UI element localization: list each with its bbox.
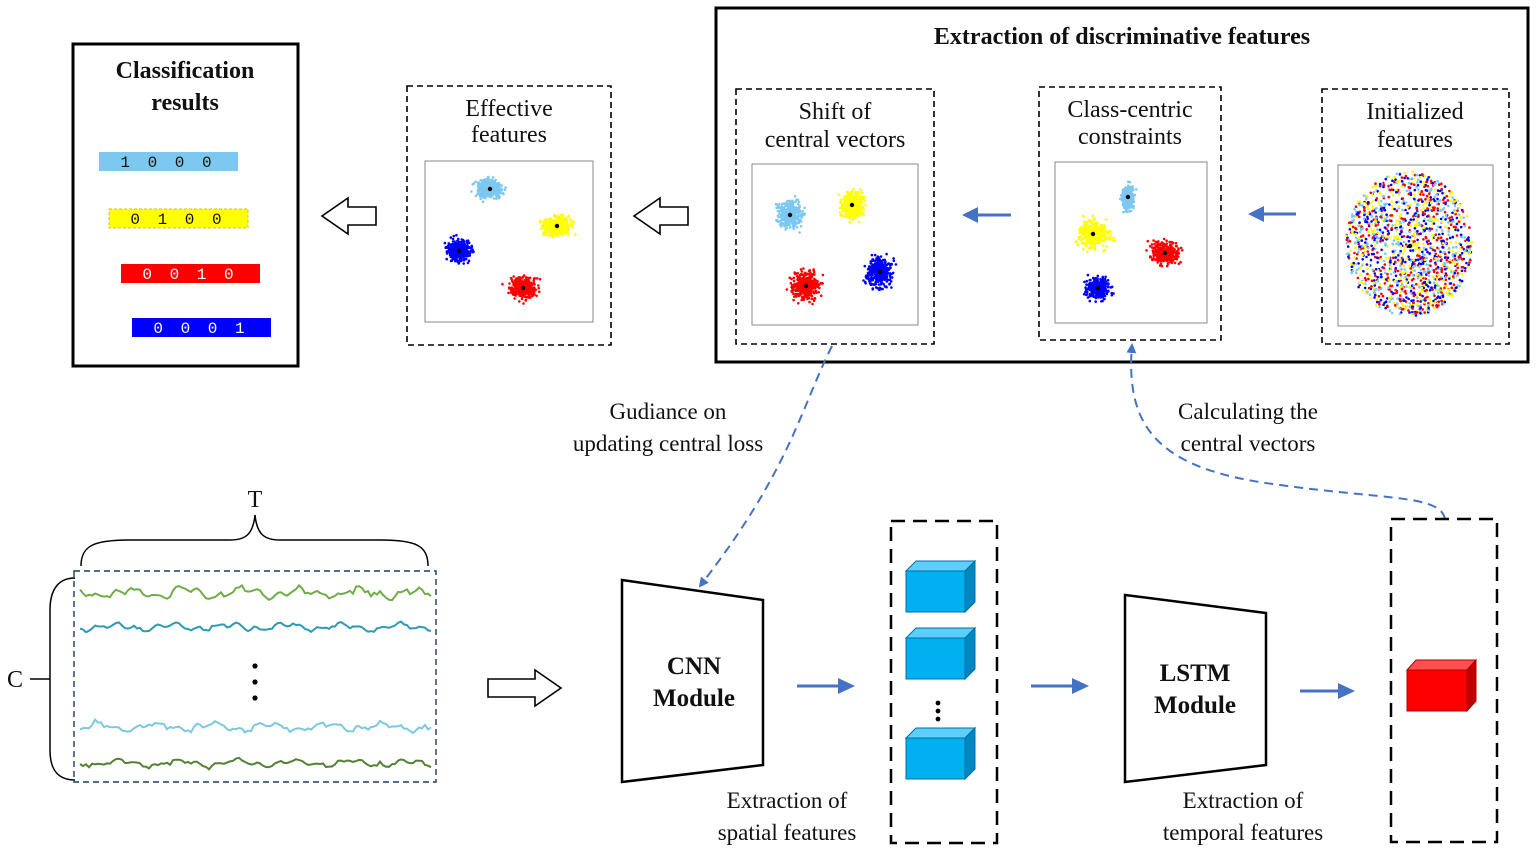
constraints-title-line1: Class-centric [1067, 97, 1192, 123]
hollow-arrow-left-icon [320, 196, 377, 236]
code-label-class1: 1 0 0 0 [120, 154, 215, 172]
temporal-features-column [1389, 517, 1499, 844]
code-bar-class2: 0 1 0 0 [108, 208, 249, 229]
vertical-ellipsis-icon [935, 700, 941, 722]
c-label: C [7, 667, 23, 693]
temporal-caption-line1: Extraction of [1183, 788, 1304, 813]
red-cube-icon [1405, 658, 1478, 713]
scatter-initialized-features [1345, 170, 1474, 317]
code-bar-class3: 0 0 1 0 [121, 264, 260, 284]
blue-arrow-left-icon [962, 207, 1011, 223]
signal-input: T C [7, 487, 437, 783]
cnn-label-line2: Module [653, 685, 735, 712]
classification-title-line1: Classification [116, 58, 255, 84]
blue-arrow-right-icon [797, 678, 855, 694]
lstm-label-line1: LSTM [1160, 660, 1231, 687]
eeg-channel-2 [79, 620, 432, 634]
temporal-caption-line2: temporal features [1163, 820, 1323, 845]
classification-results-box: Classification results 1 0 0 0 0 1 0 0 0… [71, 42, 300, 368]
t-label: T [248, 487, 263, 513]
eeg-channel-4 [79, 756, 432, 771]
code-label-class3: 0 0 1 0 [142, 266, 237, 284]
extraction-panel-title: Extraction of discriminative features [934, 24, 1310, 50]
initialized-title-line1: Initialized [1366, 99, 1463, 125]
calculating-caption-line2: central vectors [1181, 431, 1316, 456]
calculating-dashed-arrow [1126, 343, 1446, 520]
code-bar-class1: 1 0 0 0 [99, 152, 238, 172]
cube-icon [904, 626, 977, 681]
lstm-label-line2: Module [1154, 692, 1236, 719]
extraction-panel: Extraction of discriminative features Sh… [714, 6, 1530, 364]
guidance-caption-line2: updating central loss [573, 431, 763, 456]
cnn-label-line1: CNN [667, 653, 721, 680]
code-bar-class4: 0 0 0 1 [132, 318, 271, 338]
eeg-channel-3 [79, 717, 432, 735]
code-label-class2: 0 1 0 0 [130, 211, 225, 229]
blue-arrow-left-icon [1248, 206, 1296, 222]
spatial-features-column [889, 519, 999, 845]
scatter-class-centric-constraints [1074, 180, 1184, 303]
blue-arrow-right-icon [1300, 683, 1355, 699]
scatter-shift-central-vectors [774, 187, 898, 306]
cube-icon [904, 559, 977, 614]
scatter-effective-features [443, 175, 577, 305]
shift-title-line2: central vectors [765, 127, 906, 153]
eeg-channel-1 [79, 583, 432, 602]
calculating-caption-line1: Calculating the [1178, 399, 1318, 424]
effective-features-panel: Effective features [406, 85, 612, 346]
classification-title-line2: results [151, 90, 219, 116]
t-brace [80, 514, 429, 567]
spatial-caption-line2: spatial features [718, 820, 857, 845]
constraints-panel: Class-centric constraints [1038, 86, 1222, 341]
hollow-arrow-right-icon [487, 668, 563, 708]
c-brace [49, 577, 76, 781]
lstm-module: LSTM Module [1123, 593, 1268, 784]
cube-icon [904, 726, 977, 781]
constraints-title-line2: constraints [1078, 124, 1182, 150]
initialized-title-line2: features [1377, 127, 1453, 153]
shift-panel: Shift of central vectors [735, 88, 935, 345]
guidance-caption-line1: Gudiance on [610, 399, 727, 424]
blue-arrow-right-icon [1031, 678, 1089, 694]
guidance-dashed-arrow [698, 345, 833, 588]
cnn-module: CNN Module [620, 578, 765, 784]
effective-title-line2: features [471, 122, 547, 148]
initialized-panel: Initialized features [1321, 88, 1510, 345]
signal-frame [73, 570, 437, 783]
code-label-class4: 0 0 0 1 [153, 320, 248, 338]
effective-title-line1: Effective [465, 96, 553, 122]
shift-title-line1: Shift of [799, 99, 872, 125]
vertical-ellipsis-icon [252, 663, 258, 701]
spatial-caption-line1: Extraction of [727, 788, 848, 813]
hollow-arrow-left-icon [632, 196, 689, 236]
